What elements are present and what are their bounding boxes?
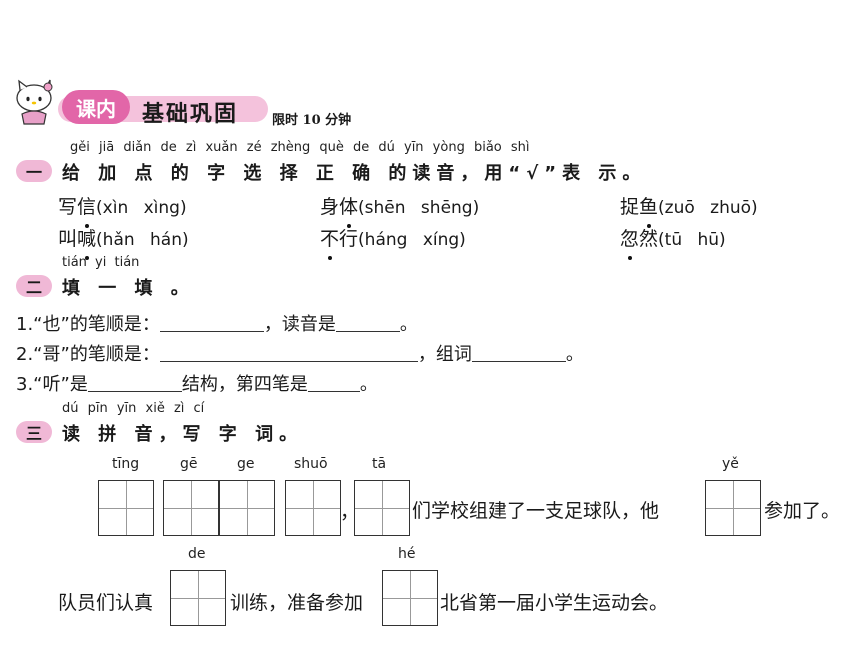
q2-pinyin: tián yi tián [62,255,140,270]
q2-blank-1b[interactable] [335,313,400,332]
q3-row1-pinyin-2: gē [180,456,198,472]
q3-number: 三 [16,421,52,443]
q3-box-ye[interactable] [705,480,761,536]
q3-row1-pinyin-4: shuō [294,456,328,472]
q2-line-2: 2.“哥”的笔顺是：，组词。 [16,343,584,365]
q1-number: 一 [16,160,52,182]
q2-line-1: 1.“也”的笔顺是：，读音是。 [16,313,418,335]
q3-box-he[interactable] [382,570,438,626]
q3-row1-pinyin-1: tīng [112,456,140,472]
banner-tag: 课内 [62,90,130,124]
q1-item-5: 不行(háng xíng) [320,224,466,260]
q2-blank-2b[interactable] [471,343,566,362]
q3-box-shuo[interactable] [285,480,341,536]
q3-box-ge1[interactable] [163,480,219,536]
q2-blank-1a[interactable] [159,313,264,332]
q2-blank-3a[interactable] [87,373,182,392]
q1-pinyin: gěi jiā diǎn de zì xuǎn zé zhèng què de … [70,140,530,155]
banner-tag-label: 课内 [76,96,116,121]
q3-row1-text-b: 参加了。 [764,500,841,522]
q3-row1-pinyin-6: yě [722,456,739,472]
q3-row2-pinyin-2: hé [398,546,416,562]
q3-box-ting[interactable] [98,480,154,536]
q3-row1-pinyin-5: tā [372,456,387,472]
q3-box-ta[interactable] [354,480,410,536]
q2-line-3: 3.“听”是结构，第四笔是。 [16,373,378,395]
q3-pinyin: dú pīn yīn xiě zì cí [62,401,205,416]
q3-box-ge2[interactable] [219,480,275,536]
q3-row1-pinyin-3: ge [237,456,255,472]
banner-time-limit: 限时 10 分钟 [272,113,352,128]
q2-blank-3b[interactable] [307,373,360,392]
q1-item-6: 忽然(tū hū) [620,224,726,260]
q3-row2-text-a: 队员们认真 [58,592,154,614]
q3-row2-text-c: 北省第一届小学生运动会。 [440,592,669,614]
q1-item-4: 叫喊(hǎn hán) [58,224,189,260]
q1-item-3: 捉鱼(zuō zhuō) [620,192,758,228]
q2-blank-2a[interactable] [159,343,418,362]
q3-instruction: 读 拼 音，写 字 词。 [62,424,304,445]
q1-item-1: 写信(xìn xìng) [58,192,187,228]
q3-box-de[interactable] [170,570,226,626]
q3-row2-text-b: 训练，准备参加 [230,592,364,614]
q1-item-2: 身体(shēn shēng) [320,192,479,228]
q3-row2-pinyin-1: de [188,546,206,562]
q3-row1-text-a: 们学校组建了一支足球队，他 [412,500,660,522]
banner-title: 基础巩固 [142,102,239,127]
q2-instruction: 填 一 填 。 [62,278,195,299]
q2-number: 二 [16,275,52,297]
kitty-mascot-icon [16,79,53,125]
q1-instruction: 给 加 点 的 字 选 择 正 确 的读音，用“√”表 示。 [62,163,647,184]
